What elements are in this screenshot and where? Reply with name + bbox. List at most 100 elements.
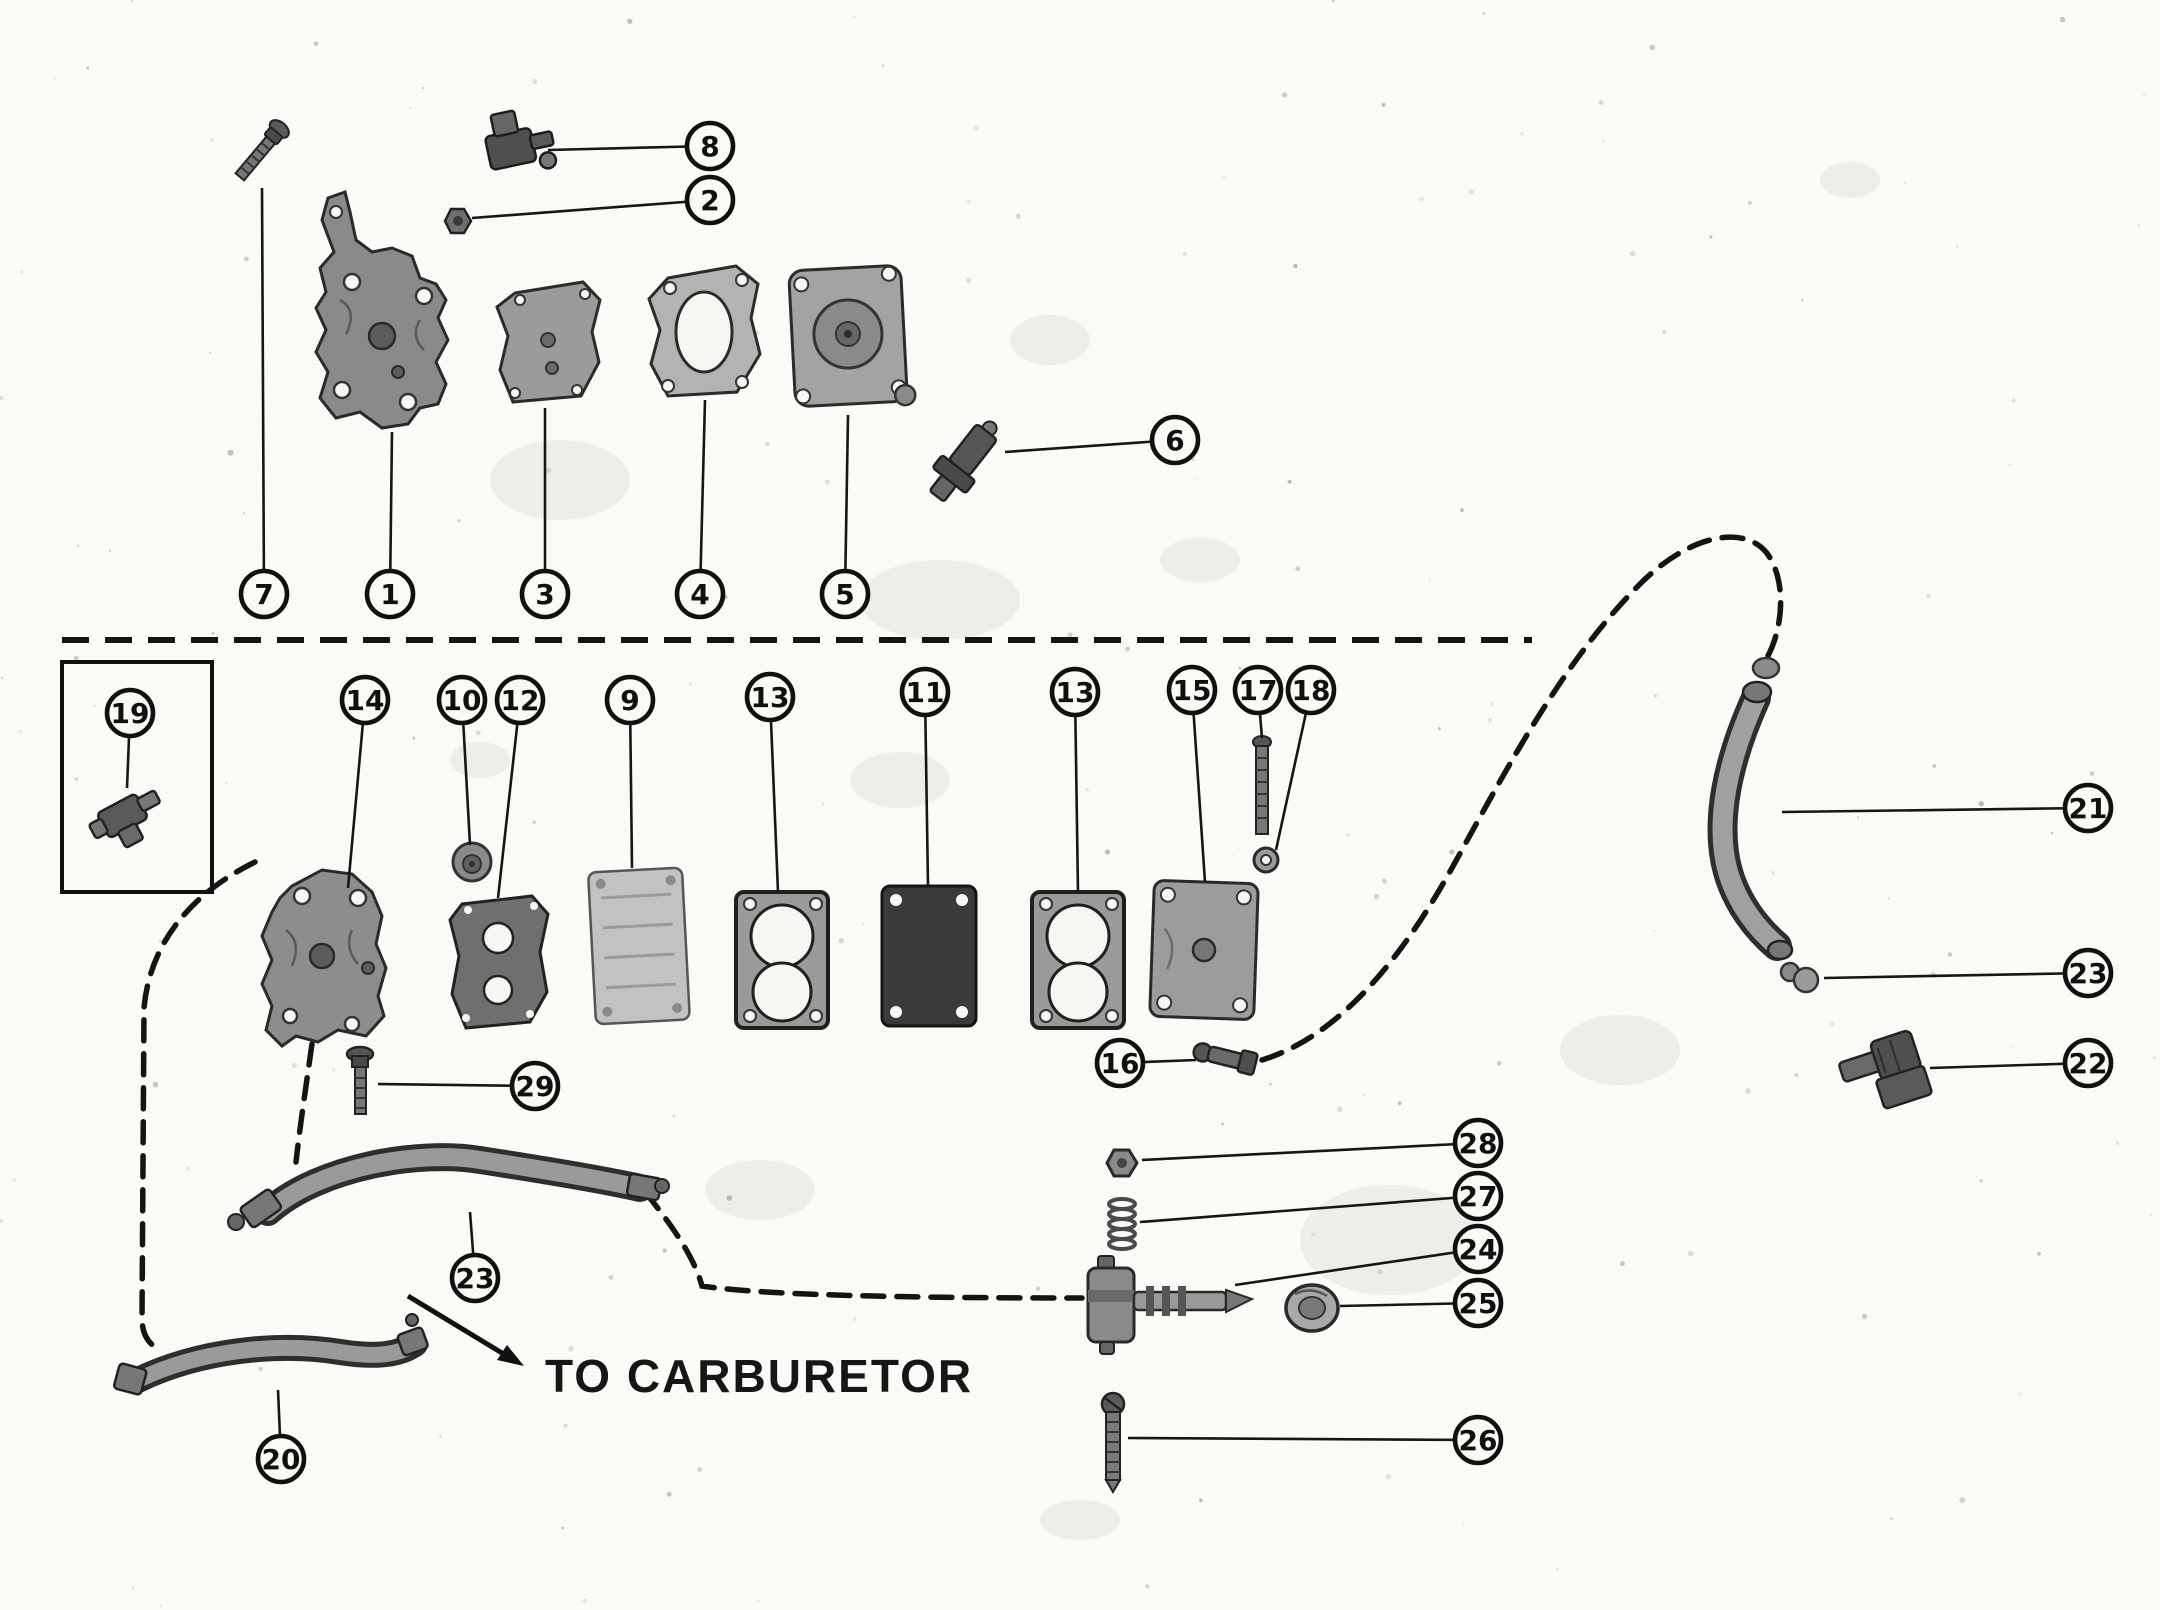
part-17-screw — [1252, 735, 1272, 835]
leader-c12 — [496, 699, 522, 899]
svg-text:20: 20 — [262, 1443, 301, 1476]
part-13a-gasket — [734, 890, 830, 1030]
callout-c14: 14 — [339, 674, 391, 726]
callout-c23r: 23 — [2062, 947, 2114, 999]
part-19-fitting — [88, 789, 161, 849]
svg-text:21: 21 — [2069, 792, 2108, 825]
leader-c2 — [471, 198, 711, 220]
leader-c28 — [1141, 1141, 1479, 1162]
svg-text:10: 10 — [443, 684, 482, 717]
part-28-nut — [1105, 1148, 1139, 1178]
callout-c26: 26 — [1452, 1414, 1504, 1466]
leader-c15 — [1190, 689, 1207, 883]
svg-text:22: 22 — [2069, 1047, 2108, 1080]
part-24-needle-valve-assembly — [1086, 1255, 1255, 1355]
part-15-pump-base-plate — [1148, 879, 1260, 1021]
callout-c3: 3 — [519, 568, 571, 620]
part-20-fuel-hose-lower — [113, 1313, 429, 1396]
leader-c8 — [547, 144, 711, 152]
dashed-fuel-line-left — [139, 859, 258, 1353]
part-4-gasket — [647, 264, 762, 398]
svg-text:3: 3 — [535, 578, 554, 611]
callout-c19: 19 — [104, 687, 156, 739]
part-11-diaphragm — [880, 884, 978, 1028]
callout-c6: 6 — [1149, 414, 1201, 466]
callout-c24: 24 — [1452, 1223, 1504, 1275]
leader-c13a — [768, 696, 780, 893]
part-14-fuel-pump-body — [260, 868, 388, 1048]
callout-c28: 28 — [1452, 1117, 1504, 1169]
part-12-gasket — [448, 894, 550, 1030]
svg-text:17: 17 — [1239, 674, 1278, 707]
callout-c15: 15 — [1166, 664, 1218, 716]
callout-c27: 27 — [1452, 1170, 1504, 1222]
part-23-flare-nut-right — [1779, 961, 1820, 994]
callout-c7: 7 — [238, 568, 290, 620]
svg-text:6: 6 — [1165, 424, 1184, 457]
callout-c5: 5 — [819, 568, 871, 620]
part-18-washer — [1252, 846, 1280, 874]
svg-text:4: 4 — [690, 578, 709, 611]
callout-c22: 22 — [2062, 1037, 2114, 1089]
callout-c13b: 13 — [1049, 666, 1101, 718]
part-2-nut — [443, 207, 473, 235]
leader-c27 — [1139, 1194, 1479, 1224]
inset-box-part-19 — [60, 660, 214, 894]
part-9-pump-plate — [587, 866, 691, 1026]
svg-text:13: 13 — [1056, 676, 1095, 709]
leader-c22 — [1929, 1061, 2089, 1070]
callout-c8: 8 — [684, 120, 736, 172]
leader-c14 — [346, 699, 367, 889]
leader-c26 — [1127, 1436, 1479, 1442]
dashed-fuel-line-to-valve — [642, 1189, 1085, 1301]
callout-c17: 17 — [1232, 664, 1284, 716]
part-27-spring — [1107, 1197, 1137, 1251]
svg-text:16: 16 — [1101, 1047, 1140, 1080]
part-3-gasket — [495, 280, 602, 404]
callout-c12: 12 — [494, 674, 546, 726]
part-13b-gasket — [1030, 890, 1126, 1030]
callout-c20: 20 — [255, 1433, 307, 1485]
leader-c7 — [260, 187, 266, 595]
svg-text:13: 13 — [751, 681, 790, 714]
svg-text:2: 2 — [700, 184, 719, 217]
dashed-fuel-line-long-curve — [1259, 534, 1784, 1063]
callout-c21: 21 — [2062, 782, 2114, 834]
leader-c4 — [698, 399, 707, 595]
svg-text:29: 29 — [516, 1070, 555, 1103]
leader-c11 — [923, 691, 930, 886]
leader-c18 — [1274, 689, 1313, 851]
part-29-screw — [345, 1045, 375, 1115]
svg-text:12: 12 — [501, 684, 540, 717]
callout-c29: 29 — [509, 1060, 561, 1112]
svg-text:28: 28 — [1459, 1127, 1498, 1160]
callout-c18: 18 — [1285, 664, 1337, 716]
part-16-inlet-fitting — [1192, 1042, 1259, 1076]
part-5-diaphragm-cover-plate — [787, 264, 917, 408]
svg-text:15: 15 — [1173, 674, 1212, 707]
callout-c4: 4 — [674, 568, 726, 620]
svg-text:1: 1 — [380, 578, 399, 611]
part-6-elbow-fitting — [929, 420, 998, 502]
svg-text:23: 23 — [456, 1262, 495, 1295]
svg-text:26: 26 — [1459, 1424, 1498, 1457]
leader-c6 — [1004, 438, 1176, 454]
leader-c5 — [843, 414, 850, 595]
leader-c29 — [377, 1082, 536, 1088]
callout-c11: 11 — [899, 666, 951, 718]
callout-c10: 10 — [436, 674, 488, 726]
svg-text:7: 7 — [254, 578, 273, 611]
callout-c16: 16 — [1094, 1037, 1146, 1089]
leader-c21 — [1781, 806, 2089, 814]
to-carburetor-arrow — [406, 1293, 524, 1366]
svg-text:24: 24 — [1459, 1233, 1498, 1266]
callout-c23c: 23 — [449, 1252, 501, 1304]
svg-text:27: 27 — [1459, 1180, 1498, 1213]
svg-text:18: 18 — [1292, 674, 1331, 707]
leader-c1 — [388, 431, 394, 595]
svg-text:8: 8 — [700, 130, 719, 163]
to-carburetor-label: TO CARBURETOR — [545, 1350, 973, 1402]
